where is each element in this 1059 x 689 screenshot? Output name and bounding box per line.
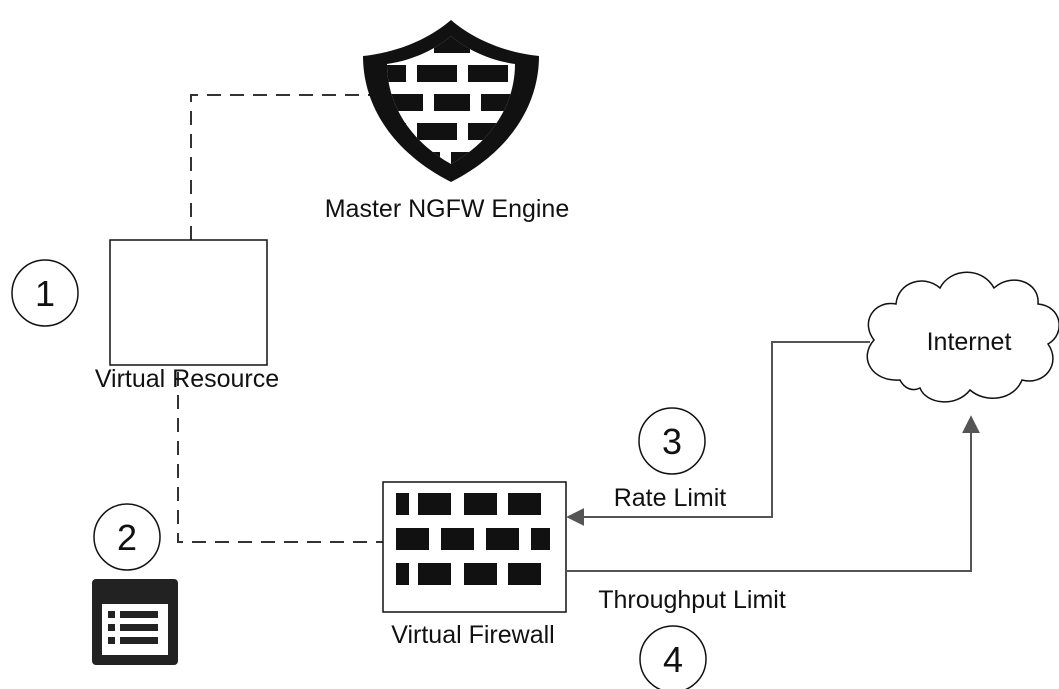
- step-1-badge: 1: [11, 259, 79, 327]
- step-4-number: 4: [663, 639, 683, 680]
- step-2-badge: 2: [93, 503, 161, 571]
- step-1-number: 1: [35, 273, 55, 314]
- virtual-resource-box: [109, 239, 268, 366]
- throughput-limit-label: Throughput Limit: [598, 586, 786, 614]
- brick-wall-icon: [396, 493, 550, 585]
- cloud-icon: [866, 271, 1059, 403]
- rate-limit-arrow: [566, 341, 870, 526]
- step-2-number: 2: [117, 517, 137, 558]
- step-4-badge: 4: [639, 625, 707, 689]
- throughput-limit-arrow: [566, 415, 980, 572]
- virtual-firewall-label: Virtual Firewall: [391, 621, 554, 649]
- step-3-number: 3: [662, 421, 682, 462]
- rate-limit-label: Rate Limit: [614, 484, 727, 512]
- shield-firewall-icon: [363, 20, 539, 182]
- internet-label: Internet: [927, 328, 1012, 356]
- dashed-connector-resource-to-firewall: [177, 372, 383, 543]
- step-3-badge: 3: [638, 407, 706, 475]
- list-window-icon: [92, 579, 178, 665]
- virtual-firewall-node: [382, 481, 567, 613]
- master-engine-label: Master NGFW Engine: [325, 195, 570, 223]
- dashed-connector-master-to-resource: [190, 94, 370, 240]
- virtual-resource-label: Virtual Resource: [95, 365, 279, 393]
